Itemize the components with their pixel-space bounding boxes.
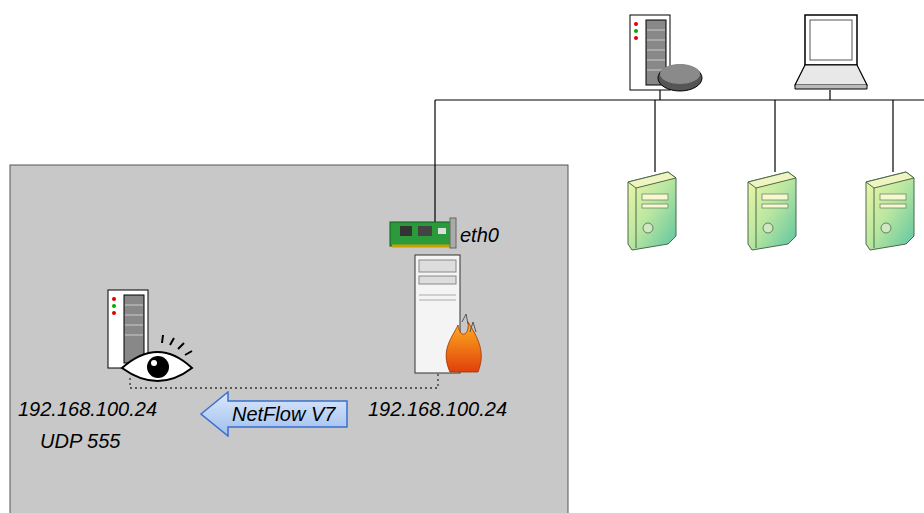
network-bus — [435, 88, 924, 222]
computer-icon — [748, 172, 796, 250]
ip-address: 192.168.100.24 — [18, 398, 157, 421]
network-card — [390, 218, 456, 248]
ip-address: 192.168.100.24 — [368, 398, 507, 421]
firewall-icon — [415, 255, 481, 373]
flow-arrow: NetFlow V7 — [200, 391, 348, 437]
server-icon — [630, 15, 702, 91]
port-label: UDP 555 — [40, 430, 120, 453]
interface-label: eth0 — [460, 224, 499, 247]
region — [10, 165, 568, 513]
laptop-icon — [795, 15, 867, 89]
computer-icon — [866, 172, 914, 250]
collector-icon — [108, 290, 192, 381]
flow-label: NetFlow V7 — [200, 391, 348, 426]
computer-icon — [628, 172, 676, 250]
arrow-outline — [201, 392, 347, 436]
